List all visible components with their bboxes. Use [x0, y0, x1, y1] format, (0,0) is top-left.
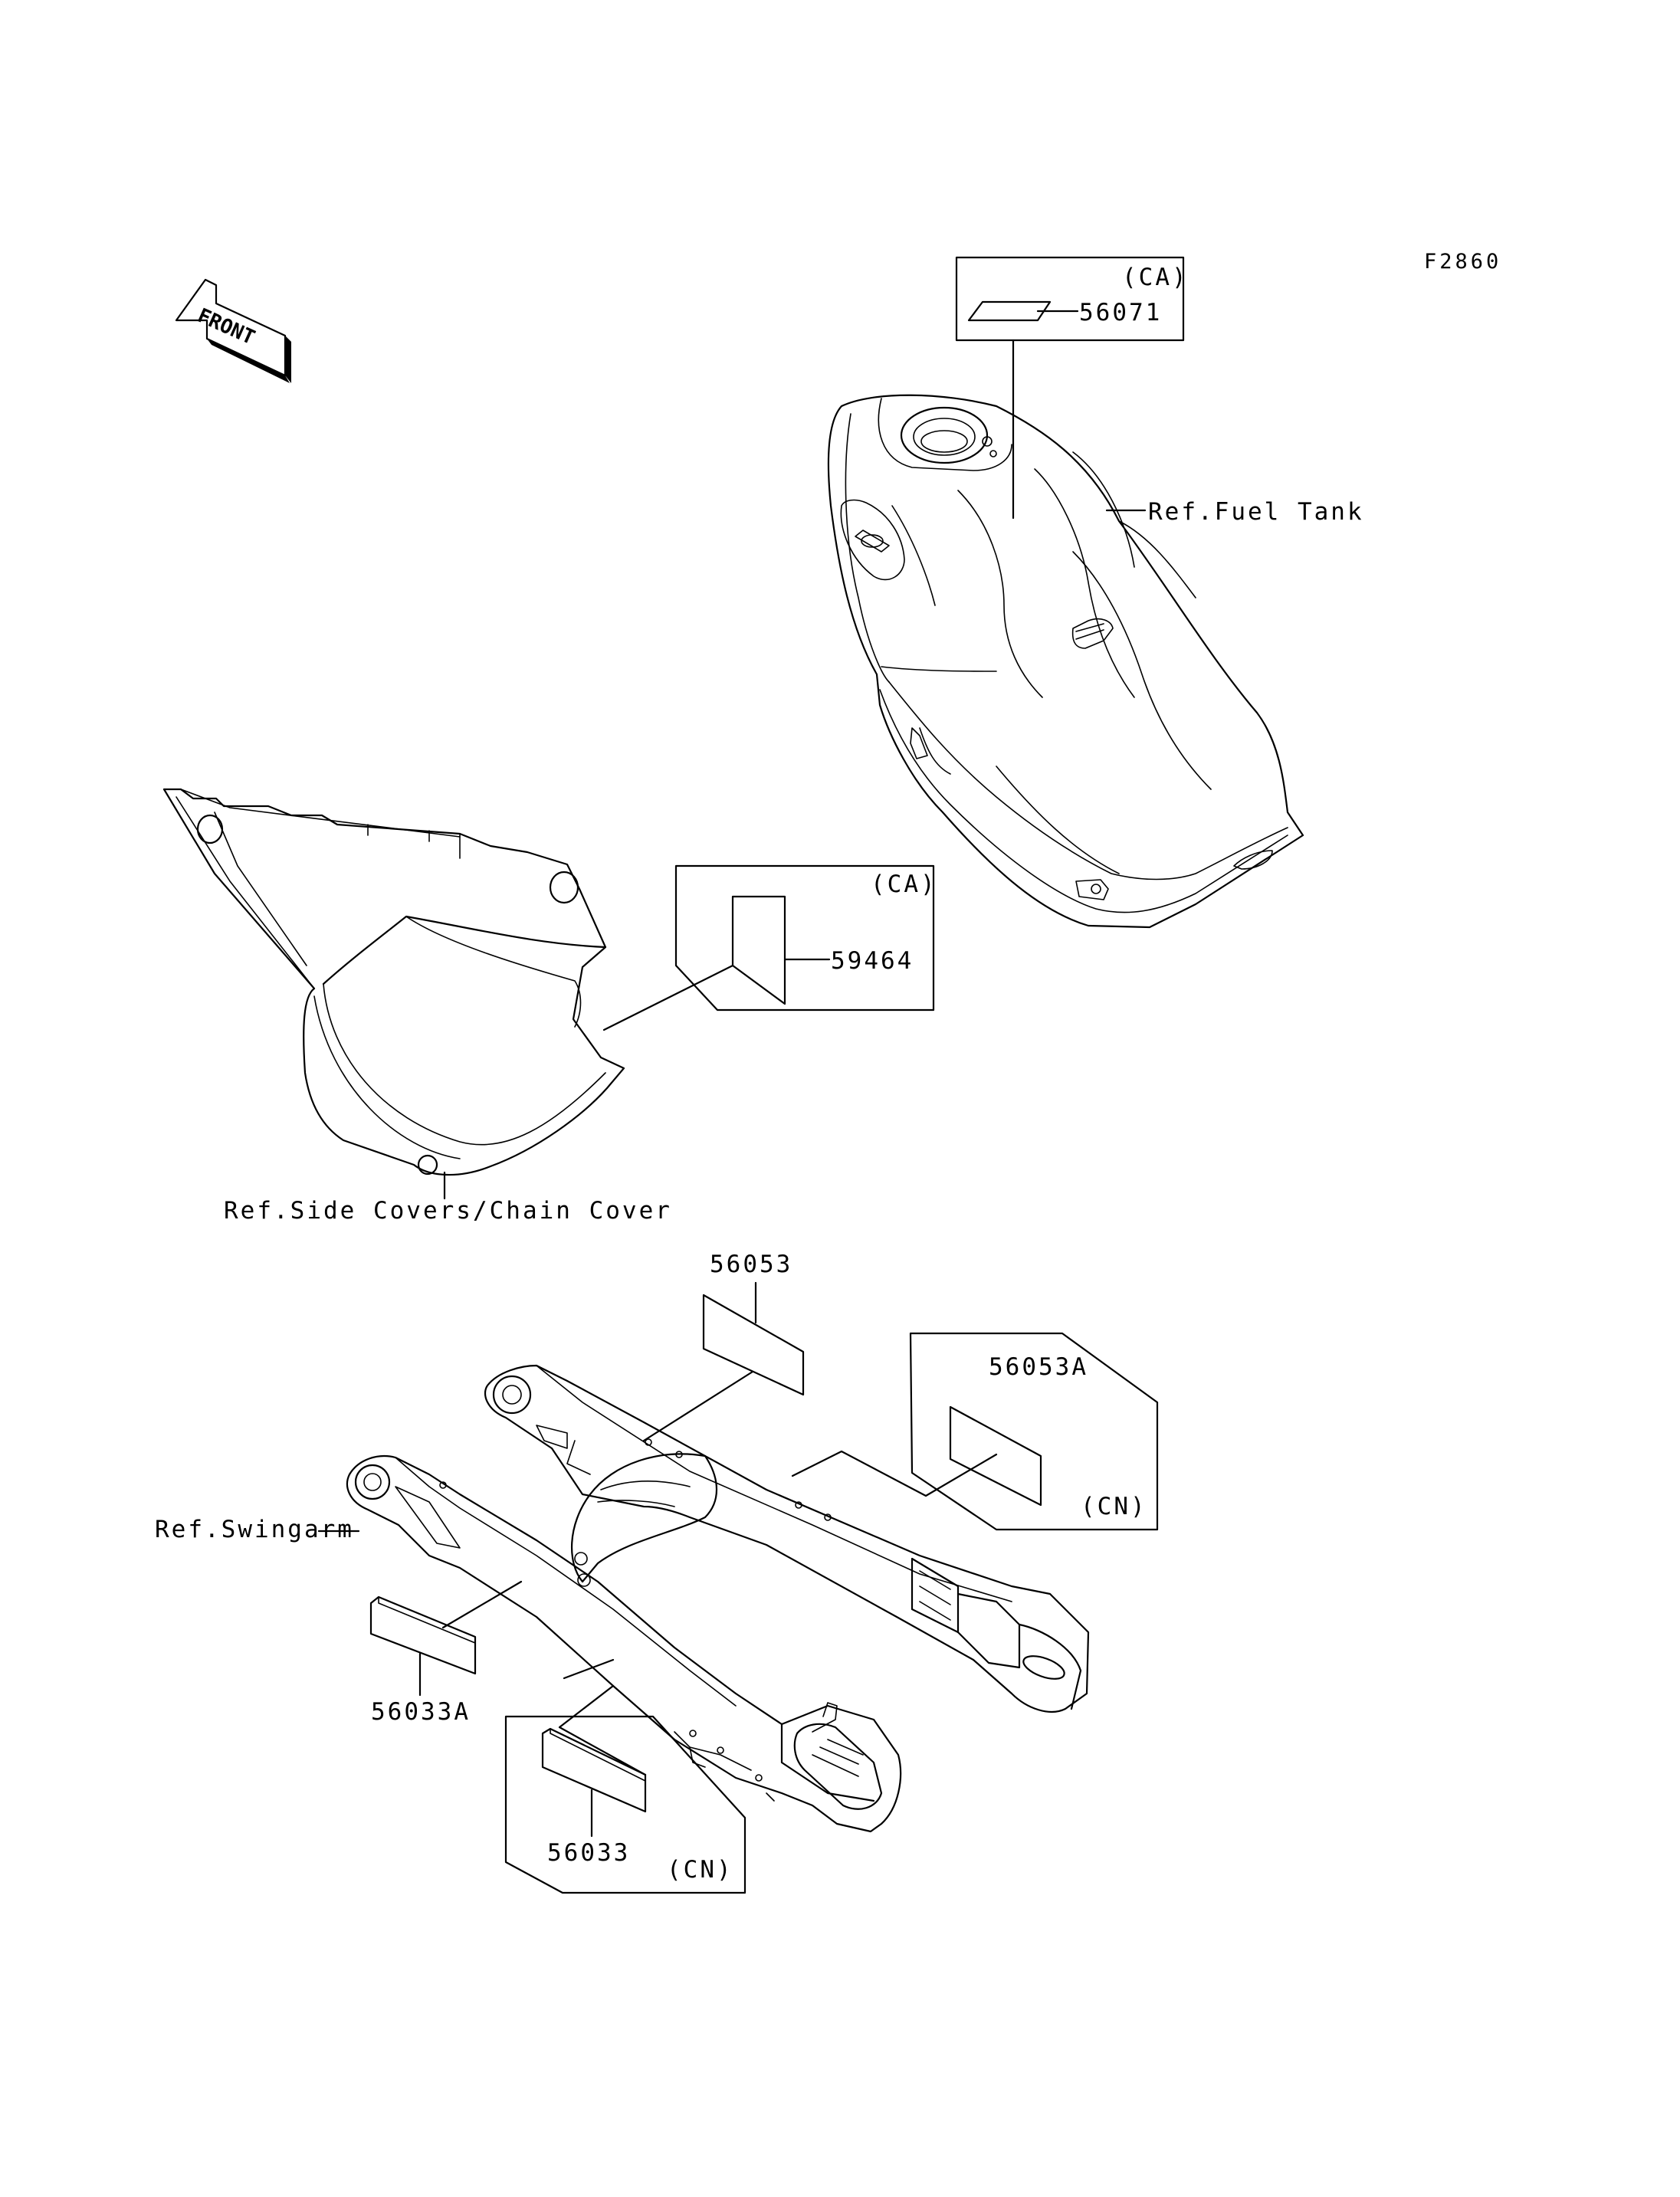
region-tag-cn-swingarm-top: (CN)	[1081, 1493, 1147, 1520]
decal-56033	[541, 1727, 647, 1813]
side-cover-drawing	[162, 788, 625, 1200]
part-number-56033A: 56033A	[371, 1698, 471, 1726]
label-box-59464: (CA) 59464	[602, 864, 937, 1031]
swingarm-ref-label: Ref.Swingarm	[155, 1516, 354, 1543]
region-tag-cn-swingarm-bottom: (CN)	[667, 1856, 733, 1884]
front-arrow-icon: FRONT	[175, 278, 291, 383]
part-number-56071: 56071	[1079, 299, 1162, 326]
region-tag-ca-tank: (CA)	[1122, 264, 1189, 291]
decal-56053	[702, 1294, 805, 1396]
part-number-56033: 56033	[547, 1839, 630, 1867]
side-covers-ref-label: Ref.Side Covers/Chain Cover	[224, 1197, 672, 1225]
swingarm-drawing	[346, 1364, 1090, 1833]
diagram-code: F2860	[1424, 250, 1501, 274]
part-number-56053: 56053	[710, 1251, 792, 1278]
part-number-59464: 59464	[831, 947, 914, 975]
decal-56053A	[949, 1405, 1042, 1507]
decal-56071	[967, 300, 1052, 322]
label-box-56071: (CA) 56071	[955, 256, 1189, 520]
fuel-tank-ref-label: Ref.Fuel Tank	[1148, 498, 1364, 526]
part-number-56053A: 56053A	[989, 1353, 1088, 1381]
label-box-56033: 56033 (CN)	[504, 1684, 746, 1894]
fuel-tank-drawing	[827, 394, 1304, 929]
region-tag-ca-side: (CA)	[871, 871, 937, 898]
label-box-56053A: 56053A (CN)	[791, 1332, 1159, 1531]
decal-56033A	[369, 1595, 477, 1675]
decal-59464	[731, 895, 786, 1005]
